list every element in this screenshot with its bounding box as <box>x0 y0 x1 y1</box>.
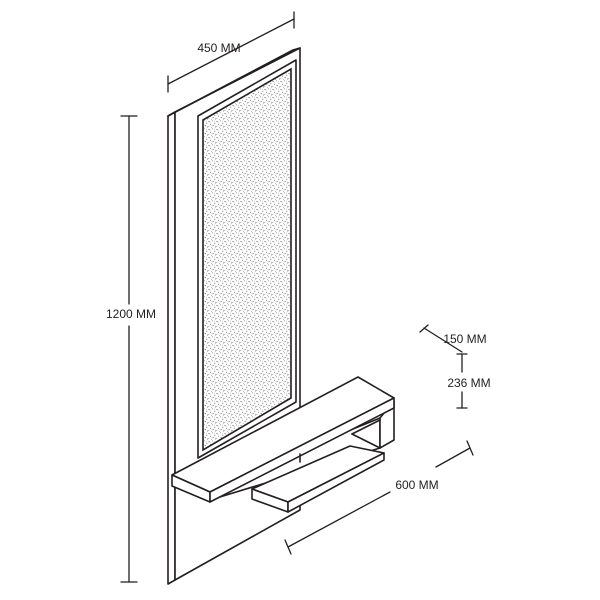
shelf-width-label: 600 MM <box>395 478 438 492</box>
mirror <box>197 59 297 459</box>
width-dimension: 450 MM <box>167 11 295 93</box>
shelf-width-dimension: 600 MM <box>284 440 474 555</box>
shelf-unit <box>171 376 395 513</box>
height-dimension: 1200 MM <box>106 115 156 583</box>
shelf-depth-label: 150 MM <box>443 332 486 346</box>
shelf-height-label: 236 MM <box>447 376 490 390</box>
height-label: 1200 MM <box>106 307 156 321</box>
width-label: 450 MM <box>197 41 240 55</box>
shelf-depth-dimension: 150 MM <box>419 324 487 353</box>
shelf-height-dimension: 236 MM <box>447 353 491 409</box>
